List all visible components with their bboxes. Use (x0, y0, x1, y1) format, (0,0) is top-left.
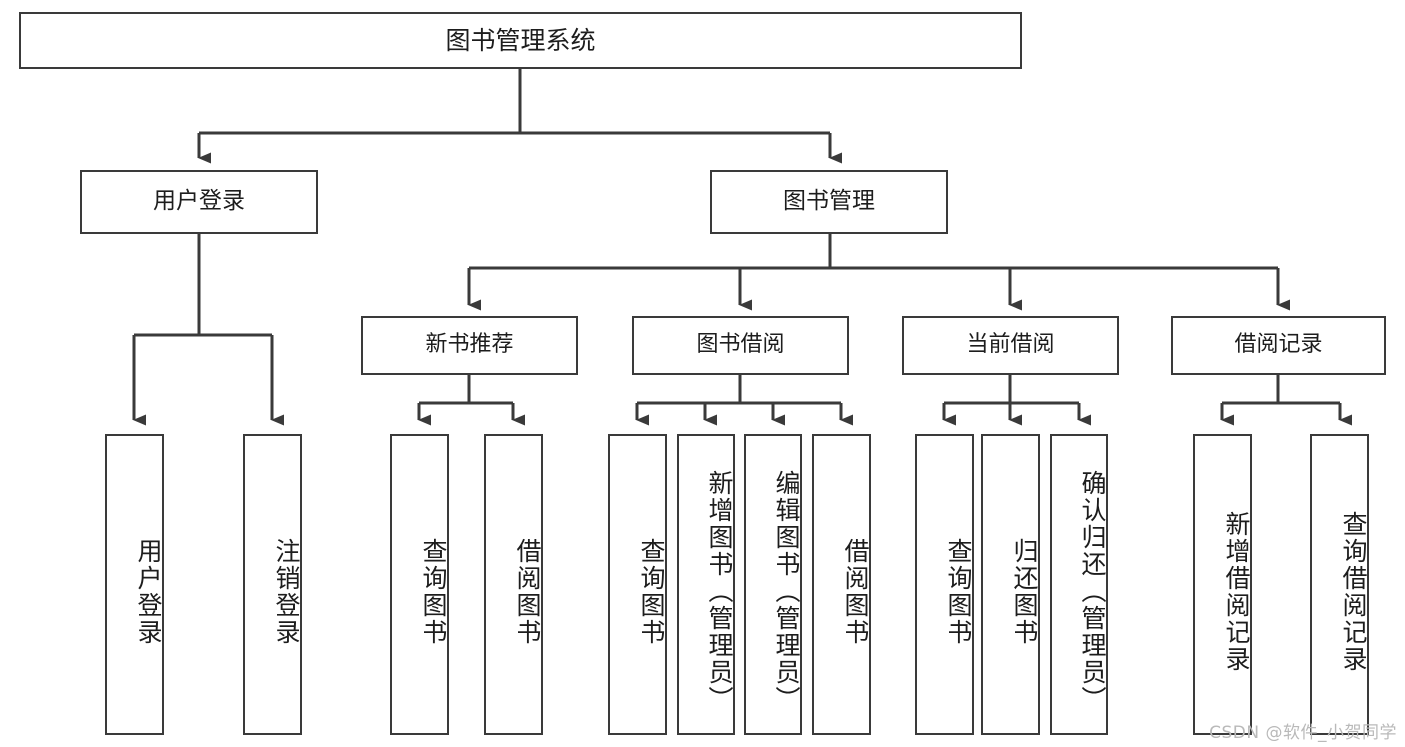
leaf-borrow-borrow-book[interactable]: 借阅图书 (812, 434, 871, 735)
node-label: 图书管理系统 (445, 25, 596, 55)
leaf-current-return-book[interactable]: 归还图书 (981, 434, 1040, 735)
node-book-management[interactable]: 图书管理 (710, 170, 948, 234)
leaf-recommend-query-book[interactable]: 查询图书 (390, 434, 449, 735)
node-borrow-record[interactable]: 借阅记录 (1171, 316, 1386, 375)
node-label: 注销登录 (272, 537, 301, 646)
leaf-user-login-logout[interactable]: 注销登录 (243, 434, 302, 735)
leaf-record-add-record[interactable]: 新增借阅记录 (1193, 434, 1252, 735)
node-label: 用户登录 (153, 188, 245, 215)
leaf-user-login-login[interactable]: 用户登录 (105, 434, 164, 735)
leaf-borrow-add-book-admin[interactable]: 新增图书（管理员） (677, 434, 735, 735)
node-label: 查询图书 (637, 537, 666, 646)
leaf-borrow-query-book[interactable]: 查询图书 (608, 434, 667, 735)
node-label: 新增借阅记录 (1222, 510, 1251, 673)
node-label: 借阅记录 (1234, 332, 1323, 358)
node-label: 图书借阅 (696, 332, 785, 358)
node-user-login[interactable]: 用户登录 (80, 170, 318, 234)
node-label: 确认归还（管理员） (1078, 470, 1107, 713)
node-current-borrow[interactable]: 当前借阅 (902, 316, 1119, 375)
leaf-record-query-record[interactable]: 查询借阅记录 (1310, 434, 1369, 735)
node-label: 借阅图书 (513, 537, 542, 646)
node-new-book-recommend[interactable]: 新书推荐 (361, 316, 578, 375)
node-label: 当前借阅 (966, 332, 1055, 358)
leaf-current-query-book[interactable]: 查询图书 (915, 434, 974, 735)
node-label: 图书管理 (783, 188, 875, 215)
node-label: 编辑图书（管理员） (772, 470, 801, 713)
node-label: 查询借阅记录 (1339, 510, 1368, 673)
node-label: 用户登录 (134, 537, 163, 646)
leaf-borrow-edit-book-admin[interactable]: 编辑图书（管理员） (744, 434, 802, 735)
node-label: 查询图书 (419, 537, 448, 646)
node-label: 归还图书 (1010, 537, 1039, 646)
node-label: 借阅图书 (841, 537, 870, 646)
node-label: 新增图书（管理员） (705, 470, 734, 713)
node-book-borrow[interactable]: 图书借阅 (632, 316, 849, 375)
leaf-current-confirm-return-admin[interactable]: 确认归还（管理员） (1050, 434, 1108, 735)
leaf-recommend-borrow-book[interactable]: 借阅图书 (484, 434, 543, 735)
node-root-system[interactable]: 图书管理系统 (19, 12, 1022, 69)
node-label: 查询图书 (944, 537, 973, 646)
node-label: 新书推荐 (425, 332, 514, 358)
